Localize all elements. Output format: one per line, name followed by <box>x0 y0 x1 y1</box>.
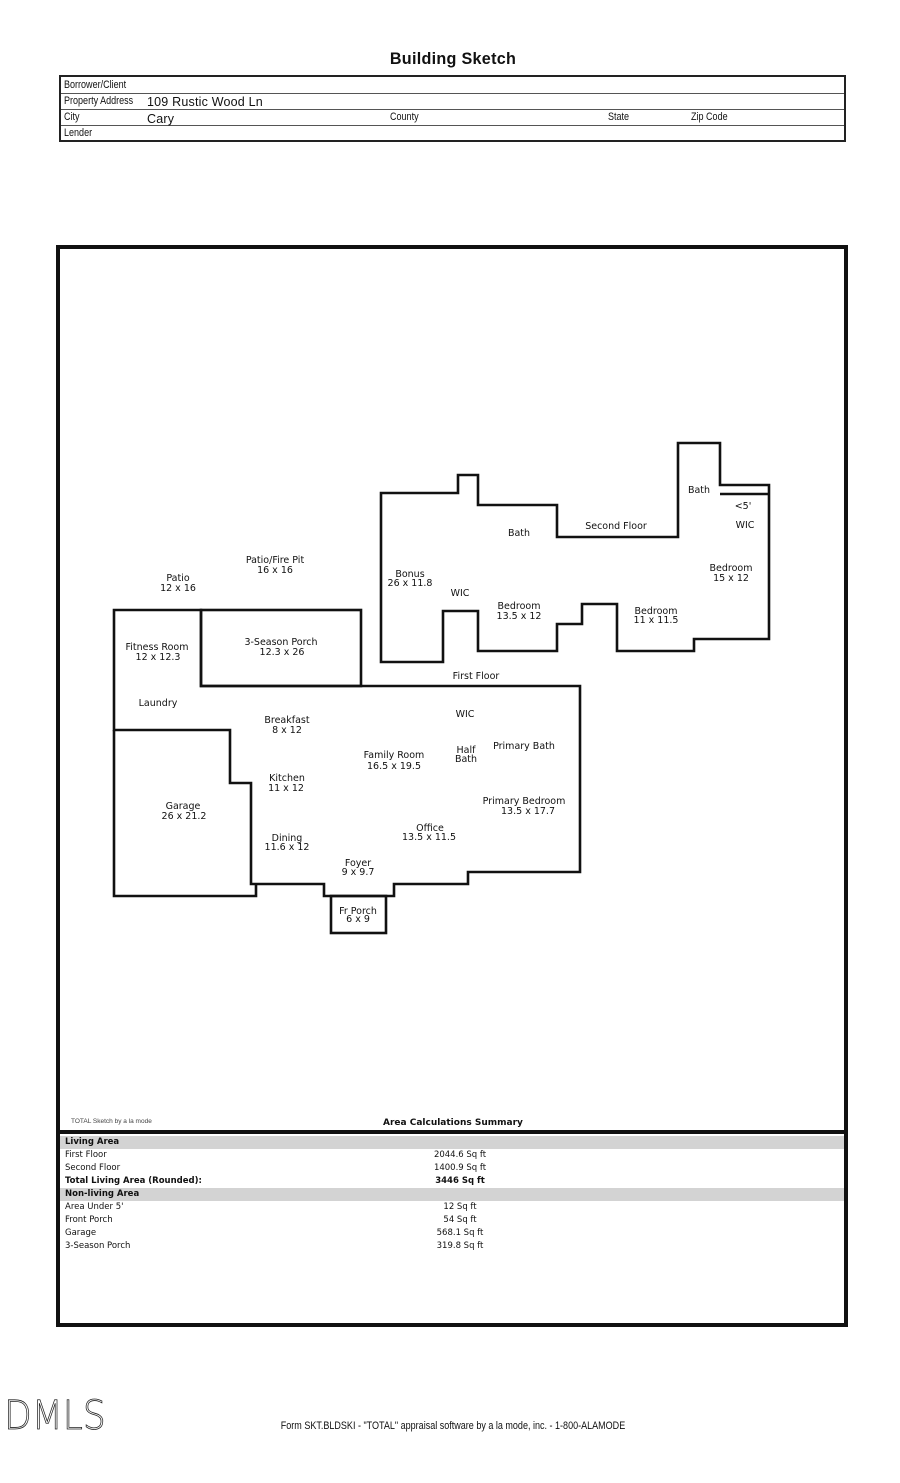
summary-row-name: Area Under 5' <box>65 1202 124 1212</box>
label-wic-upper: WIC <box>736 520 755 531</box>
borrower-row: Borrower/Client <box>61 77 844 94</box>
label-bath-upper: Bath <box>688 485 710 496</box>
total-living-row: Total Living Area (Rounded): 3446 Sq ft <box>60 1175 844 1188</box>
label-fr-porch-dim: 6 x 9 <box>346 914 370 925</box>
label-dining-dim: 11.6 x 12 <box>265 842 310 853</box>
label-bonus: Bonus <box>395 569 424 580</box>
city-label: City <box>64 111 80 123</box>
label-bath-second: Bath <box>508 528 530 539</box>
second-floor-outline <box>379 441 771 664</box>
label-foyer: Foyer <box>345 858 371 869</box>
label-patio-fire-pit: Patio/Fire Pit <box>246 555 305 566</box>
sketch-credit: TOTAL Sketch by a la mode <box>71 1118 152 1125</box>
label-primary-bedroom: Primary Bedroom <box>483 796 566 807</box>
label-bonus-dim: 26 x 11.8 <box>388 578 433 589</box>
summary-row-name: Front Porch <box>65 1215 113 1225</box>
label-bedroom-a: Bedroom <box>710 563 753 574</box>
lender-label: Lender <box>64 127 93 139</box>
summary-row-name: Second Floor <box>65 1163 121 1173</box>
label-patio: Patio <box>166 573 189 584</box>
label-wic-second: WIC <box>451 588 470 599</box>
dmls-watermark-logo: DMLS <box>4 1393 106 1440</box>
label-wic-first: WIC <box>456 709 475 720</box>
address-value: 109 Rustic Wood Ln <box>147 95 263 109</box>
garage-outline <box>112 730 258 898</box>
label-laundry: Laundry <box>139 698 178 709</box>
label-family-room: Family Room <box>364 750 425 761</box>
summary-row: Garage 568.1 Sq ft <box>60 1227 844 1240</box>
label-three-season-porch: 3-Season Porch <box>244 637 317 648</box>
label-kitchen: Kitchen <box>269 773 305 784</box>
front-porch-outline <box>329 894 388 935</box>
summary-row: Second Floor 1400.9 Sq ft <box>60 1162 844 1175</box>
label-primary-bath: Primary Bath <box>493 741 555 752</box>
nonliving-area-header-label: Non-living Area <box>65 1189 140 1199</box>
label-bedroom-b: Bedroom <box>498 601 541 612</box>
label-breakfast: Breakfast <box>264 715 309 726</box>
label-second-floor: Second Floor <box>585 521 647 532</box>
zip-label: Zip Code <box>691 111 728 123</box>
label-office-dim: 13.5 x 11.5 <box>402 832 456 843</box>
summary-row-value: 12 Sq ft <box>443 1202 477 1212</box>
label-bedroom-a-dim: 15 x 12 <box>713 573 749 584</box>
form-footer: Form SKT.BLDSKI - "TOTAL" appraisal soft… <box>280 1420 626 1432</box>
summary-row-value: 54 Sq ft <box>443 1215 477 1225</box>
summary-row-name: Garage <box>65 1228 97 1238</box>
label-dining: Dining <box>272 833 303 844</box>
total-living-label: Total Living Area (Rounded): <box>65 1176 202 1186</box>
label-breakfast-dim: 8 x 12 <box>272 725 302 736</box>
label-first-floor: First Floor <box>453 671 500 682</box>
summary-row: First Floor 2044.6 Sq ft <box>60 1149 844 1162</box>
label-foyer-dim: 9 x 9.7 <box>342 867 375 878</box>
summary-row-value: 319.8 Sq ft <box>436 1241 484 1251</box>
label-bedroom-c: Bedroom <box>635 606 678 617</box>
nonliving-area-header: Non-living Area <box>60 1188 844 1201</box>
total-living-value: 3446 Sq ft <box>435 1176 485 1186</box>
living-area-header-label: Living Area <box>65 1137 120 1147</box>
three-season-porch-outline <box>199 608 363 688</box>
state-label: State <box>608 111 630 123</box>
summary-row: Front Porch 54 Sq ft <box>60 1214 844 1227</box>
summary-title: Area Calculations Summary <box>383 1118 523 1128</box>
summary-row: 3-Season Porch 319.8 Sq ft <box>60 1240 844 1253</box>
summary-divider <box>56 1130 848 1134</box>
sketch-frame <box>56 245 848 1327</box>
property-header-table: Borrower/Client Property Address 109 Rus… <box>59 75 846 142</box>
county-label: County <box>390 111 419 123</box>
label-bedroom-b-dim: 13.5 x 12 <box>497 611 542 622</box>
label-office: Office <box>416 823 444 834</box>
address-row: Property Address 109 Rustic Wood Ln <box>61 93 844 110</box>
label-three-season-porch-dim: 12.3 x 26 <box>260 647 305 658</box>
label-fr-porch: Fr Porch <box>339 906 377 917</box>
label-half-bath-1: Half <box>457 745 477 756</box>
living-area-header: Living Area <box>60 1136 844 1149</box>
label-under-5: <5' <box>735 501 752 512</box>
label-patio-dim: 12 x 16 <box>160 583 196 594</box>
address-label: Property Address <box>64 95 134 107</box>
city-row: City Cary County State Zip Code <box>61 109 844 126</box>
label-garage: Garage <box>166 801 201 812</box>
label-kitchen-dim: 11 x 12 <box>268 783 304 794</box>
label-patio-fire-pit-dim: 16 x 16 <box>257 565 293 576</box>
label-fitness-room: Fitness Room <box>126 642 189 653</box>
summary-row-name: 3-Season Porch <box>65 1241 131 1251</box>
summary-row: Area Under 5' 12 Sq ft <box>60 1201 844 1214</box>
label-fitness-room-dim: 12 x 12.3 <box>136 652 181 663</box>
label-family-room-dim: 16.5 x 19.5 <box>367 761 421 772</box>
lender-row: Lender <box>61 125 844 140</box>
summary-row-value: 568.1 Sq ft <box>436 1228 484 1238</box>
page-title: Building Sketch <box>389 49 517 68</box>
summary-row-value: 1400.9 Sq ft <box>433 1163 487 1173</box>
summary-row-value: 2044.6 Sq ft <box>433 1150 487 1160</box>
first-floor-outline <box>112 608 582 898</box>
label-bedroom-c-dim: 11 x 11.5 <box>634 615 679 626</box>
summary-row-name: First Floor <box>65 1150 107 1160</box>
city-value: Cary <box>147 112 175 126</box>
borrower-label: Borrower/Client <box>64 79 127 91</box>
label-primary-bedroom-dim: 13.5 x 17.7 <box>501 806 555 817</box>
label-half-bath-2: Bath <box>455 754 477 765</box>
label-garage-dim: 26 x 21.2 <box>162 811 207 822</box>
